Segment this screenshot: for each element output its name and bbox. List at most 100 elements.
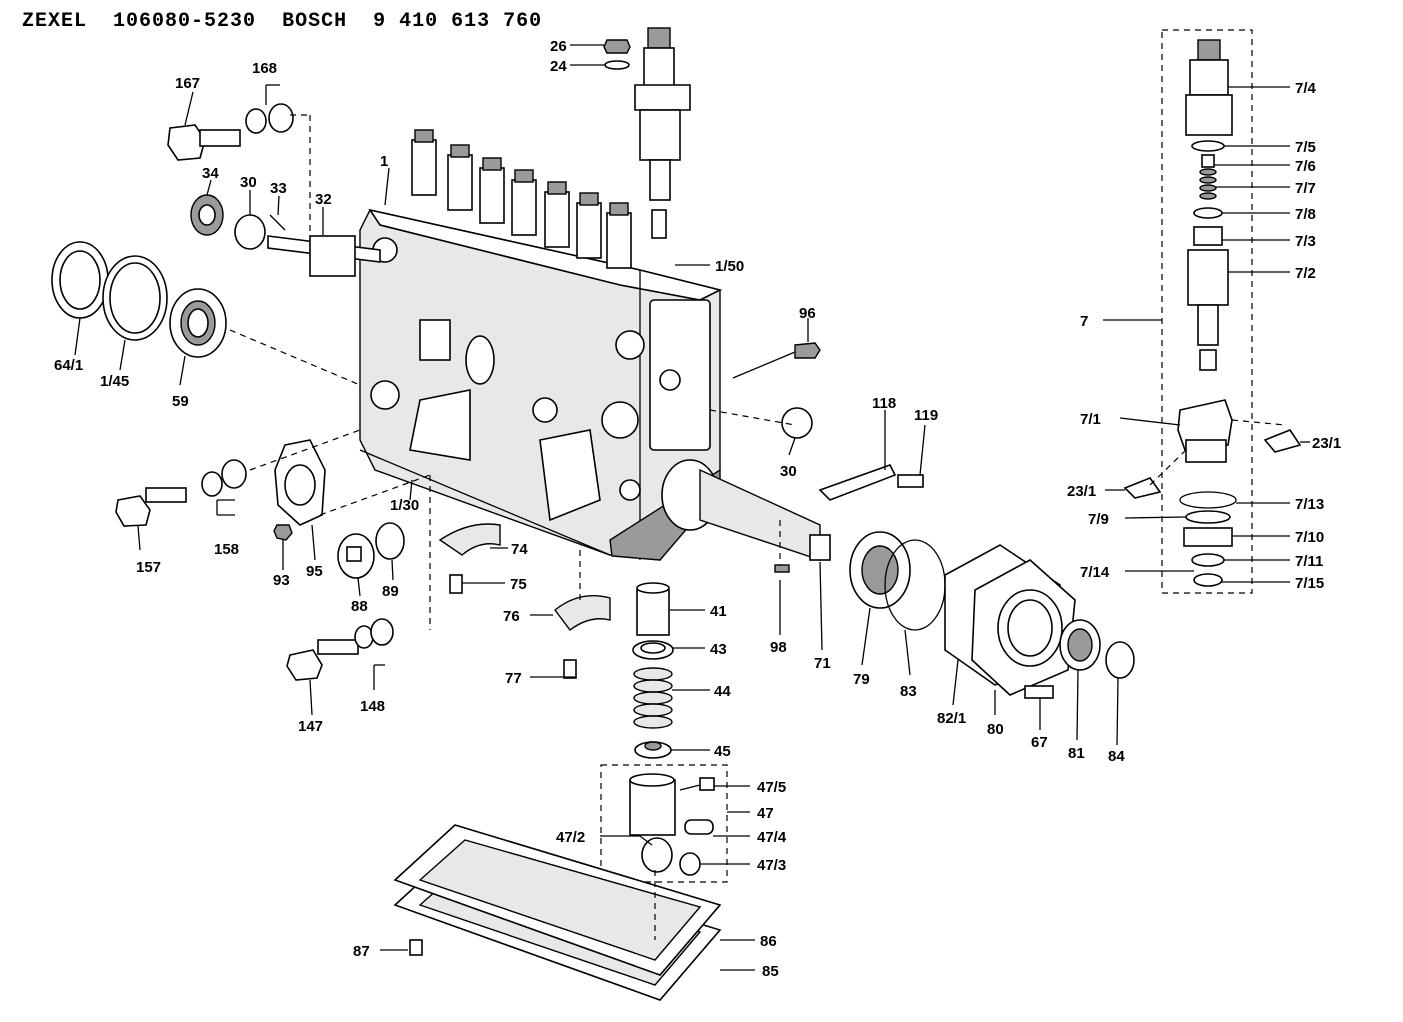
label-7-3: 7/3	[1295, 233, 1316, 250]
callout-labels: 1 26 24 1/50 167 168 34 30 33 32 64/1 1/…	[54, 38, 1341, 980]
flange-95	[273, 439, 326, 541]
control-rod-32	[267, 235, 381, 277]
valve-holder	[544, 181, 570, 248]
camshaft	[661, 459, 831, 561]
label-23-1-right: 23/1	[1312, 435, 1341, 452]
label-30-left: 30	[240, 174, 257, 191]
label-30-right: 30	[780, 463, 797, 480]
spring-44	[633, 667, 673, 729]
label-7-4: 7/4	[1295, 80, 1317, 97]
bearing-79-seal-83	[849, 531, 946, 631]
valve-holder	[447, 144, 473, 211]
label-81: 81	[1068, 745, 1085, 762]
label-147: 147	[298, 718, 323, 735]
valve-holder	[411, 129, 437, 196]
label-80: 80	[987, 721, 1004, 738]
label-7-8: 7/8	[1295, 206, 1316, 223]
label-7-9: 7/9	[1088, 511, 1109, 528]
label-44: 44	[714, 683, 731, 700]
roller-tappet-47	[600, 764, 728, 883]
maker-label: BOSCH	[282, 10, 348, 33]
label-47-3: 47/3	[757, 857, 786, 874]
label-26: 26	[550, 38, 567, 55]
zexel-part-number: 106080-5230	[113, 10, 257, 33]
label-7: 7	[1080, 313, 1088, 330]
valve-holder	[606, 202, 632, 269]
key-98	[774, 564, 790, 573]
label-34: 34	[202, 165, 219, 182]
label-7-11: 7/11	[1295, 553, 1323, 570]
label-119: 119	[914, 407, 938, 424]
label-83: 83	[900, 683, 917, 700]
bolt-157-assembly	[115, 459, 247, 527]
label-168: 168	[252, 60, 277, 77]
label-7-15: 7/15	[1295, 575, 1324, 592]
bearing-parts-left	[51, 241, 227, 358]
label-67: 67	[1031, 734, 1048, 751]
label-88: 88	[351, 598, 368, 615]
label-93: 93	[273, 572, 290, 589]
spring-7-7	[1199, 168, 1217, 200]
bolt-147-assembly	[286, 618, 394, 681]
label-87: 87	[353, 943, 370, 960]
label-1: 1	[380, 153, 388, 170]
label-79: 79	[853, 671, 870, 688]
label-47: 47	[757, 805, 774, 822]
label-1-50: 1/50	[715, 258, 744, 275]
label-82-1: 82/1	[937, 710, 966, 727]
label-96: 96	[799, 305, 816, 322]
label-7-2: 7/2	[1295, 265, 1316, 282]
label-7-5: 7/5	[1295, 139, 1316, 156]
label-1-30: 1/30	[390, 497, 419, 514]
label-77: 77	[505, 670, 522, 687]
gasket-82-1-cover-80	[944, 544, 1076, 696]
plug-88-89	[337, 522, 405, 579]
delivery-valve-top	[603, 27, 691, 239]
label-64-1: 64/1	[54, 357, 83, 374]
label-75: 75	[510, 576, 527, 593]
label-32: 32	[315, 191, 332, 208]
valve-holder	[576, 192, 602, 259]
label-85: 85	[762, 963, 779, 980]
label-71: 71	[814, 655, 831, 672]
label-7-10: 7/10	[1295, 529, 1324, 546]
brand-label: ZEXEL	[22, 10, 88, 33]
label-76: 76	[503, 608, 520, 625]
label-95: 95	[306, 563, 323, 580]
label-89: 89	[382, 583, 399, 600]
label-43: 43	[710, 641, 727, 658]
label-24: 24	[550, 58, 567, 75]
valve-holder	[479, 157, 505, 224]
seals-81-84-screw-67	[1024, 619, 1135, 699]
label-7-13: 7/13	[1295, 496, 1324, 513]
label-59: 59	[172, 393, 189, 410]
plugs-96-30	[781, 342, 821, 439]
pump-element-7-assembly	[1161, 29, 1253, 594]
delivery-valve-holders	[411, 129, 632, 269]
diagram-title: ZEXEL 106080-5230 BOSCH 9 410 613 760	[22, 10, 542, 33]
screws-75-77	[449, 574, 577, 679]
bosch-part-number: 9 410 613 760	[373, 10, 543, 33]
pump-housing	[359, 208, 723, 561]
label-157: 157	[136, 559, 161, 576]
label-47-5: 47/5	[757, 779, 786, 796]
label-7-1: 7/1	[1080, 411, 1101, 428]
label-7-7: 7/7	[1295, 180, 1316, 197]
label-158: 158	[214, 541, 239, 558]
label-84: 84	[1108, 748, 1125, 765]
bolt-167-assembly	[167, 103, 294, 161]
label-7-14: 7/14	[1080, 564, 1110, 581]
governor-lever-118	[818, 464, 924, 501]
label-23-1-left: 23/1	[1067, 483, 1096, 500]
label-1-45: 1/45	[100, 373, 129, 390]
label-47-2: 47/2	[556, 829, 585, 846]
leader-lines	[74, 44, 1310, 971]
label-45: 45	[714, 743, 731, 760]
label-47-4: 47/4	[757, 829, 787, 846]
saddle-76	[554, 595, 611, 631]
valve-holder	[511, 169, 537, 236]
label-41: 41	[710, 603, 727, 620]
label-86: 86	[760, 933, 777, 950]
label-7-6: 7/6	[1295, 158, 1316, 175]
